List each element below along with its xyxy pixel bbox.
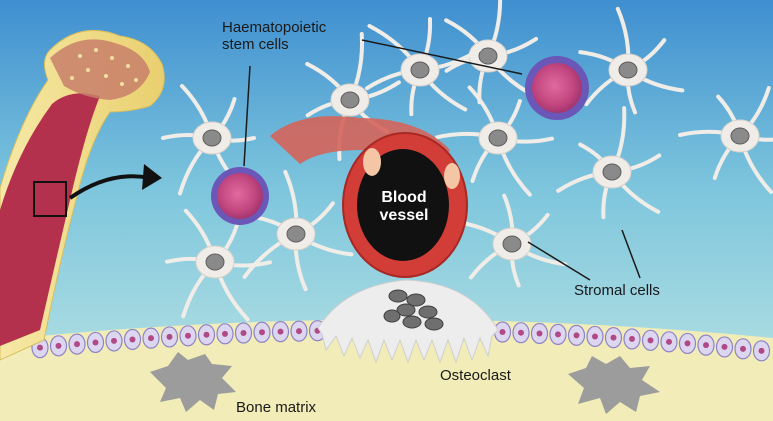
- lining-cell: [532, 323, 548, 343]
- lining-cell: [495, 322, 511, 342]
- stromal-cells-label: Stromal cells: [574, 283, 660, 299]
- lining-cell: [661, 332, 677, 352]
- hsc-label-line2: stem cells: [222, 37, 289, 53]
- vessel-label-line1: Blood: [369, 189, 439, 207]
- lining-cell: [624, 329, 640, 349]
- osteoclast-label: Osteoclast: [440, 368, 511, 384]
- lining-cell: [643, 330, 659, 350]
- stem-cell-right: [525, 56, 589, 120]
- lining-cell: [69, 334, 85, 354]
- lining-cell: [88, 332, 104, 352]
- lining-cell: [587, 326, 603, 346]
- stem-cell-left: [211, 167, 269, 225]
- lining-cell: [550, 324, 566, 344]
- lining-cell: [291, 321, 307, 341]
- lining-cell: [513, 323, 529, 343]
- lining-cell: [180, 326, 196, 346]
- lining-cell: [569, 325, 585, 345]
- lining-cell: [717, 337, 733, 357]
- lining-cell: [606, 328, 622, 348]
- lining-cell: [199, 325, 215, 345]
- lining-cell: [273, 322, 289, 342]
- lining-cell: [680, 333, 696, 353]
- lining-cell: [254, 322, 270, 342]
- lining-cell: [125, 329, 141, 349]
- lining-cell: [698, 335, 714, 355]
- lining-cell: [162, 327, 178, 347]
- lining-cell: [51, 336, 67, 356]
- lining-cell: [217, 324, 233, 344]
- bone-matrix-label: Bone matrix: [236, 400, 316, 416]
- lining-cell: [735, 339, 751, 359]
- hsc-label-line1: Haematopoietic: [222, 20, 326, 36]
- lining-cell: [143, 328, 159, 348]
- lining-cell: [236, 323, 252, 343]
- vessel-label-line2: vessel: [369, 207, 439, 225]
- lining-cell: [106, 331, 122, 351]
- lining-cell: [754, 341, 770, 361]
